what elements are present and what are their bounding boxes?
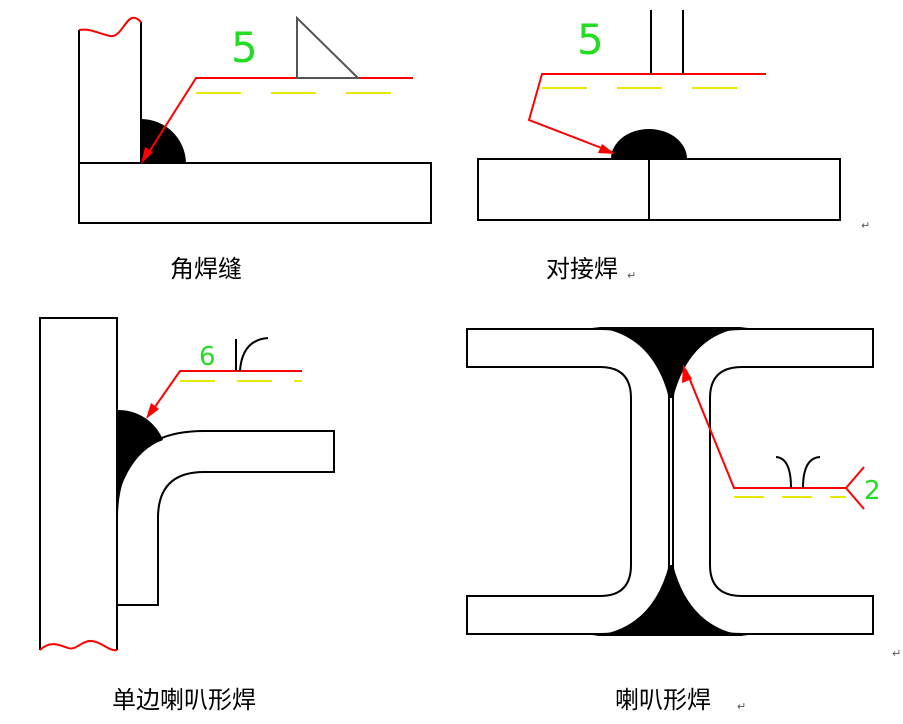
paragraph-mark: ↵ [737, 700, 746, 713]
paragraph-mark: ↵ [861, 219, 870, 232]
paragraph-mark: ↵ [892, 647, 901, 660]
paragraph-mark: ↵ [627, 269, 636, 282]
butt-leader-line [527, 73, 766, 153]
fillet-vertical-plate [78, 22, 142, 164]
fillet-base-plate [78, 162, 432, 224]
flare-v-symbol [775, 456, 821, 489]
fillet-break-line [78, 16, 142, 38]
fillet-size-label: 5 [231, 23, 258, 72]
single-flare-size-label: 6 [199, 342, 216, 372]
single-flare-bevel-symbol [235, 337, 269, 372]
single-flare-leader-arrowhead [146, 403, 159, 419]
butt-leader-arrowhead [598, 144, 615, 154]
flare-left-channel [466, 328, 670, 635]
butt-plates [477, 158, 841, 221]
butt-size-label: 5 [577, 15, 604, 64]
butt-weld-bead [611, 129, 687, 159]
flare-tail [845, 466, 865, 510]
fillet-leader-arrowhead [141, 147, 153, 164]
flare-top-weld-bead [592, 327, 748, 398]
flare-leader-line [685, 369, 846, 489]
flare-leader-arrowhead [682, 364, 692, 383]
flare-size-label: 2 [864, 476, 881, 506]
single-flare-bent-plate [116, 430, 335, 606]
single-flare-leader-line [149, 370, 302, 415]
panel-single-flare-weld: 6 单边喇叭形焊 [39, 317, 335, 714]
panel-butt-weld: 5 对接焊 ↵ ↵ [477, 10, 870, 283]
butt-caption: 对接焊 [546, 255, 618, 283]
single-flare-vertical-plate [39, 317, 118, 650]
flare-caption: 喇叭形焊 [615, 686, 711, 714]
fillet-triangle-symbol [296, 15, 361, 79]
flare-bottom-weld-bead [592, 565, 748, 636]
fillet-leader-line [143, 77, 413, 161]
fillet-caption: 角焊缝 [170, 255, 242, 283]
single-flare-caption: 单边喇叭形焊 [112, 686, 256, 714]
single-flare-weld-bead [117, 409, 163, 500]
panel-flare-weld: 2 喇叭形焊 ↵ ↵ [466, 327, 901, 714]
single-flare-break-line [39, 639, 118, 652]
panel-fillet-weld: 5 角焊缝 [78, 15, 432, 283]
flare-right-channel [672, 328, 874, 635]
